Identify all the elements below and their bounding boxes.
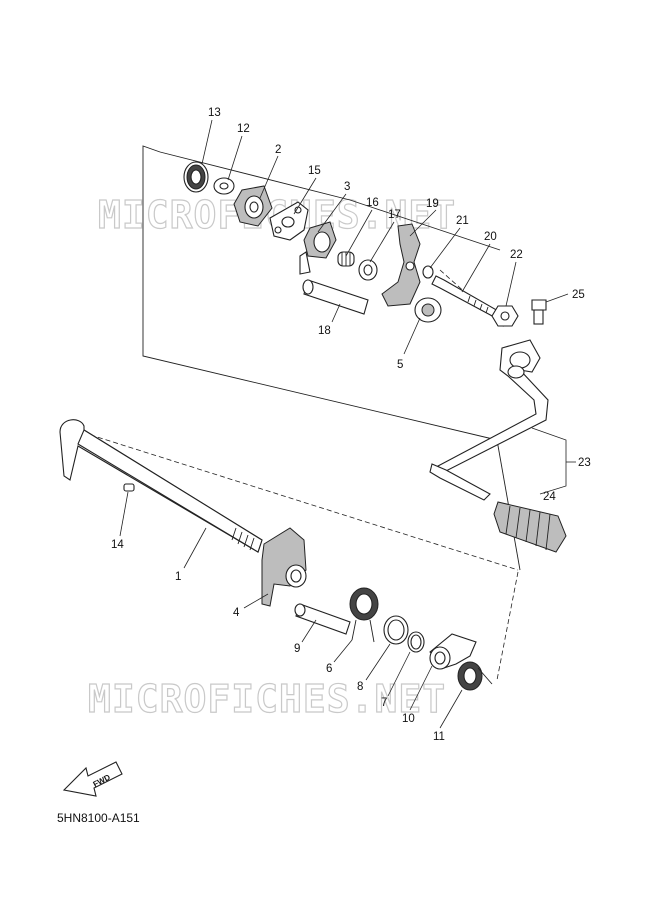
- callout-1: 1: [175, 571, 181, 583]
- part-18-pin: [302, 279, 369, 315]
- callout-4: 4: [233, 607, 240, 619]
- callout-21: 21: [456, 215, 469, 227]
- part-24-pedal-rubber: [493, 501, 567, 553]
- callout-23: 23: [578, 457, 591, 469]
- part-6-torsion-spring: [349, 587, 379, 643]
- part-3-segment-lever: [299, 221, 337, 275]
- part-4-shift-lever: [261, 527, 307, 607]
- callout-10: 10: [402, 713, 415, 725]
- part-17-washer: [358, 259, 378, 281]
- part-9-pin: [294, 603, 351, 635]
- callout-11: 11: [433, 731, 445, 743]
- callout-3: 3: [344, 181, 350, 193]
- callout-18: 18: [318, 325, 331, 337]
- part-22-nut: [491, 305, 519, 327]
- part-11-spring: [457, 661, 493, 691]
- part-16-spring: [337, 251, 355, 267]
- part-21-ring: [422, 265, 434, 279]
- callout-19: 19: [426, 198, 439, 210]
- leader-lines: [119, 119, 576, 729]
- part-19-stopper-lever: [381, 223, 421, 307]
- callout-8: 8: [357, 681, 363, 693]
- callout-20: 20: [484, 231, 497, 243]
- callout-15: 15: [308, 165, 321, 177]
- part-13-bearing: [183, 161, 209, 193]
- part-25-bolt: [531, 299, 547, 325]
- callout-17: 17: [388, 209, 401, 221]
- callout-9: 9: [294, 643, 300, 655]
- part-10-collar: [429, 633, 477, 670]
- part-20-bolt: [431, 275, 501, 319]
- guide-lines: [74, 269, 519, 571]
- part-7-circlip: [407, 631, 425, 653]
- forward-arrow-icon: FWD: [62, 761, 123, 797]
- part-8-washer: [383, 615, 409, 645]
- callout-24: 24: [543, 491, 556, 503]
- part-15-plate: [269, 201, 309, 241]
- callouts: 13 12 2 15 3 16 17 19 21 20 22 25 18 5 2…: [111, 107, 591, 743]
- part-1-shift-shaft: [59, 419, 263, 553]
- part-14-pin: [123, 483, 135, 492]
- callout-6: 6: [326, 663, 332, 675]
- callout-16: 16: [366, 197, 379, 209]
- part-5-collar: [414, 297, 442, 323]
- diagram-code: 5HN8100-A151: [57, 811, 140, 825]
- callout-13: 13: [208, 107, 221, 119]
- callout-7: 7: [381, 697, 387, 709]
- callout-22: 22: [510, 249, 523, 261]
- callout-25: 25: [572, 289, 585, 301]
- part-2-gear-hub: [233, 185, 273, 227]
- callout-2: 2: [275, 144, 281, 156]
- watermark-lower: MICROFICHES.NET: [88, 677, 446, 721]
- callout-5: 5: [397, 359, 403, 371]
- callout-12: 12: [237, 123, 250, 135]
- callout-14: 14: [111, 539, 124, 551]
- part-12-washer: [213, 177, 235, 195]
- part-23-shift-pedal: [429, 339, 549, 501]
